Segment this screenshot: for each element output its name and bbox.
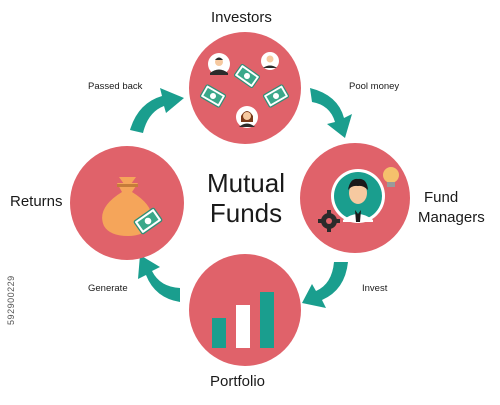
arrow-returns-to-investors — [130, 88, 184, 133]
investor-person-icon — [261, 52, 279, 70]
node-label-portfolio: Portfolio — [210, 373, 266, 390]
bar-chart-icon — [212, 292, 274, 348]
edge-label-pool-money: Pool money — [349, 81, 400, 92]
node-label-investors: Investors — [211, 9, 272, 26]
diagram-title-line2: Funds — [209, 198, 283, 228]
fund-managers-node — [300, 143, 410, 253]
edge-label-generate: Generate — [88, 283, 128, 294]
arrow-portfolio-to-returns — [138, 255, 180, 302]
investor-person-icon — [208, 53, 230, 75]
diagram-title-line1: Mutual — [206, 168, 286, 198]
arrow-investors-to-managers — [310, 88, 352, 138]
node-label-returns: Returns — [10, 193, 63, 210]
returns-node — [70, 146, 184, 260]
fund-manager-avatar — [343, 178, 373, 222]
portfolio-node — [189, 254, 301, 366]
edge-label-passed-back: Passed back — [88, 81, 143, 92]
arrow-managers-to-portfolio — [302, 262, 348, 308]
investors-node — [189, 32, 301, 144]
edge-label-invest: Invest — [362, 283, 388, 294]
node-label-fund-managers-line2: Managers — [418, 209, 485, 226]
diagram-title: Mutual Funds — [196, 168, 296, 228]
investor-person-icon — [236, 106, 258, 128]
lightbulb-icon — [383, 167, 399, 187]
gear-icon — [318, 210, 340, 232]
stock-id-text: 592900229 — [6, 275, 17, 325]
node-label-fund-managers-line1: Fund — [424, 189, 459, 206]
